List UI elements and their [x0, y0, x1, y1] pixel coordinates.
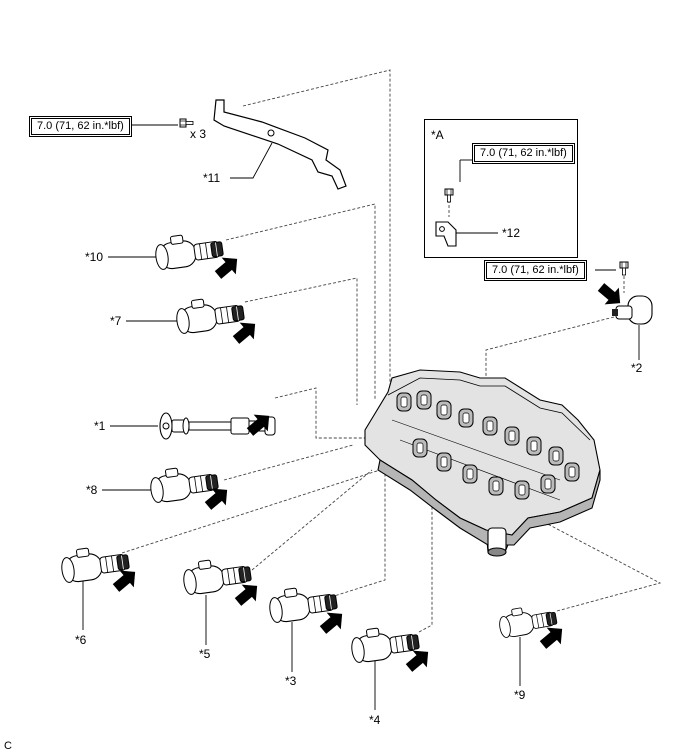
callout-2: *2	[631, 361, 643, 375]
bolt-quantity: x 3	[190, 127, 207, 141]
detail-label: *A	[431, 128, 444, 142]
callout-8: *8	[86, 483, 98, 497]
bolt-icon	[179, 118, 194, 128]
torque-spec-text: 7.0 (71, 62 in.*lbf)	[486, 262, 585, 279]
torque-spec-text: 7.0 (71, 62 in.*lbf)	[31, 118, 130, 135]
dashed-guide-lines	[121, 69, 662, 633]
bolt-icon	[619, 261, 629, 276]
callout-9: *9	[514, 688, 526, 702]
callout-5: *5	[199, 647, 211, 661]
corner-code: C	[4, 740, 12, 752]
torque-spec-box: 7.0 (71, 62 in.*lbf)	[29, 116, 132, 137]
callout-4: *4	[369, 713, 381, 727]
torque-spec-box: 7.0 (71, 62 in.*lbf)	[484, 260, 587, 281]
solenoid-6	[58, 542, 131, 585]
bracket-12	[435, 221, 457, 247]
callout-7: *7	[110, 314, 122, 328]
torque-spec-text: 7.0 (71, 62 in.*lbf)	[474, 145, 573, 162]
solenoid-2	[612, 261, 653, 325]
solenoid-3	[266, 582, 339, 625]
solenoid-9	[496, 601, 559, 640]
solenoid-4	[348, 622, 421, 665]
callout-3: *3	[285, 674, 297, 688]
valve-body	[364, 369, 601, 557]
solenoid-7	[173, 293, 246, 336]
solenoid-8	[147, 462, 220, 505]
leader-lines	[82, 124, 640, 710]
callout-6: *6	[75, 633, 87, 647]
solenoid-10	[152, 229, 225, 272]
bracket-11	[213, 99, 347, 190]
callout-10: *10	[85, 250, 104, 264]
callout-11: *11	[203, 171, 221, 185]
detail-view-box	[424, 119, 578, 258]
callout-12: *12	[502, 226, 521, 240]
solenoid-5	[180, 554, 253, 597]
torque-spec-box: 7.0 (71, 62 in.*lbf)	[472, 143, 575, 164]
callout-1: *1	[94, 419, 106, 433]
